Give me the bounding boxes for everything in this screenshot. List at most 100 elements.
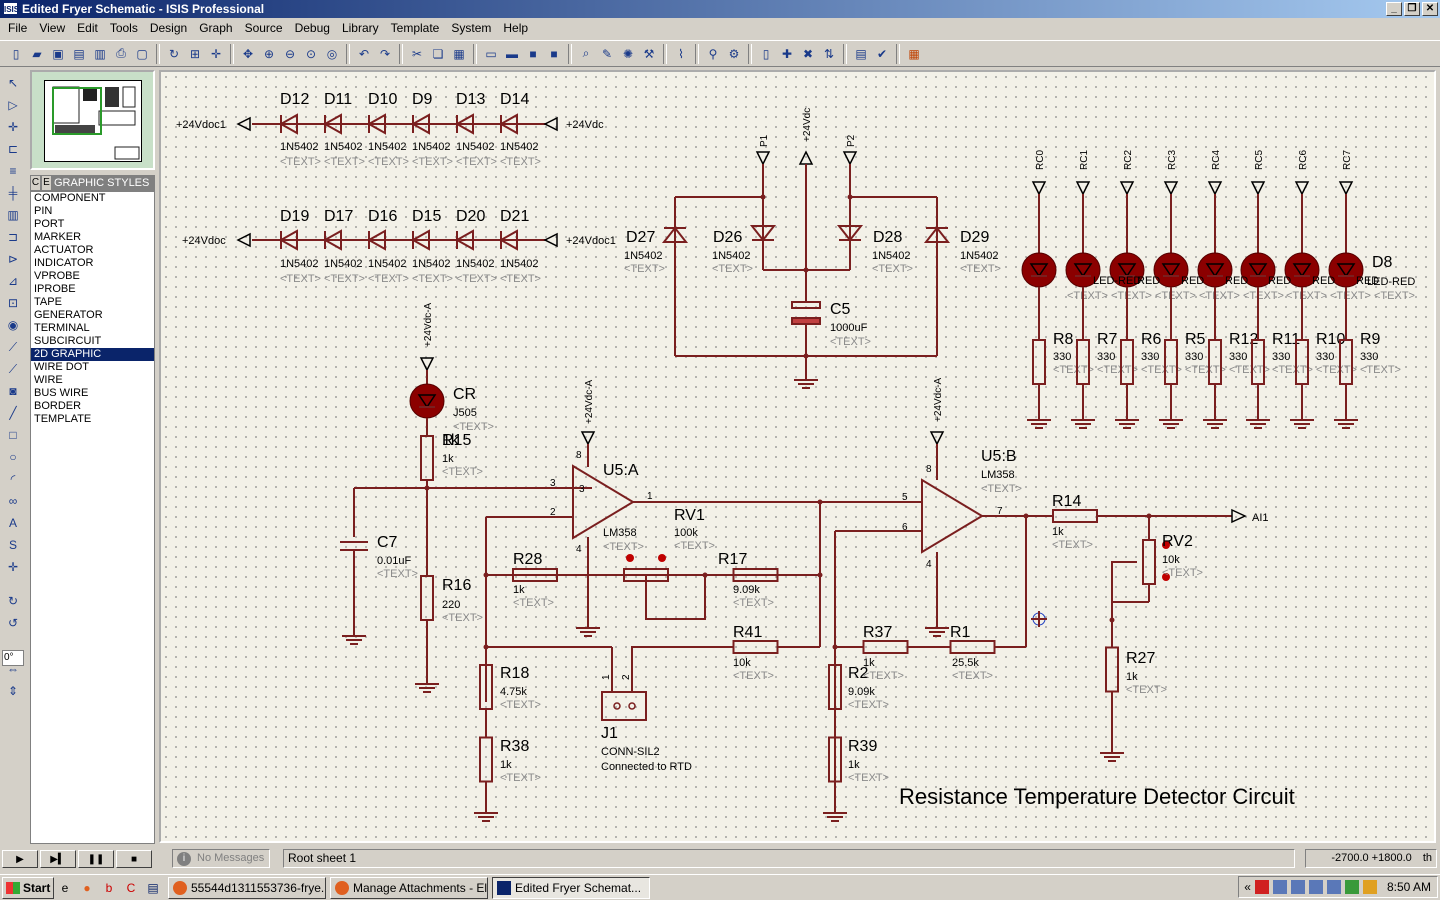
- decompose-icon[interactable]: ⚒: [643, 46, 655, 61]
- virtual-instrument-icon[interactable]: ◙: [9, 384, 17, 398]
- subcircuit-mode-icon[interactable]: ▥: [7, 208, 19, 222]
- arc-tool-icon[interactable]: ◜: [10, 472, 16, 486]
- mirror-vertical-icon[interactable]: ⇕: [7, 684, 19, 698]
- quicklaunch-isis-icon[interactable]: ▤: [147, 880, 159, 895]
- make-device-icon[interactable]: ✎: [601, 46, 613, 61]
- style-item[interactable]: PORT: [34, 218, 65, 230]
- task-manage-attachments[interactable]: Manage Attachments - El...: [330, 876, 488, 899]
- electrical-rule-check-icon[interactable]: ✔: [876, 46, 888, 61]
- menu-design[interactable]: Design: [149, 21, 188, 35]
- task-isis[interactable]: Edited Fryer Schemat...: [492, 876, 650, 899]
- menu-graph[interactable]: Graph: [199, 21, 233, 35]
- block-delete-icon[interactable]: ■: [550, 46, 558, 61]
- bus-mode-icon[interactable]: ╪: [8, 186, 18, 200]
- minimize-button[interactable]: _: [1386, 2, 1402, 16]
- style-item[interactable]: TERMINAL: [34, 322, 90, 334]
- tray-expand-icon[interactable]: «: [1244, 880, 1251, 894]
- stop-button[interactable]: ■: [116, 850, 152, 868]
- line-tool-icon[interactable]: ╱: [9, 406, 17, 420]
- tab-components[interactable]: C: [30, 175, 41, 191]
- tape-recorder-icon[interactable]: ⊡: [7, 296, 19, 310]
- delete-sheet-icon[interactable]: ✖: [802, 46, 814, 61]
- style-item[interactable]: COMPONENT: [34, 192, 106, 204]
- tray-security-icon[interactable]: [1344, 880, 1359, 894]
- symbol-tool-icon[interactable]: S: [8, 538, 17, 552]
- cut-icon[interactable]: ✂: [411, 46, 423, 61]
- menu-template[interactable]: Template: [390, 21, 440, 35]
- text-tool-icon[interactable]: A: [8, 516, 17, 530]
- menu-help[interactable]: Help: [503, 21, 529, 35]
- overview-window[interactable]: [30, 70, 155, 170]
- zoom-all-icon[interactable]: ⊙: [305, 46, 317, 61]
- zoom-area-icon[interactable]: ◎: [326, 46, 338, 61]
- tray-volume-icon[interactable]: [1362, 880, 1377, 894]
- style-item[interactable]: ACTUATOR: [34, 244, 94, 256]
- menu-tools[interactable]: Tools: [109, 21, 138, 35]
- close-button[interactable]: ✕: [1422, 2, 1438, 16]
- bill-of-materials-icon[interactable]: ▤: [855, 46, 867, 61]
- print-icon[interactable]: ⎙: [116, 46, 126, 60]
- tray-monitor-icon[interactable]: [1308, 880, 1323, 894]
- grid-icon[interactable]: ⊞: [189, 46, 201, 61]
- style-item[interactable]: INDICATOR: [34, 257, 94, 269]
- undo-icon[interactable]: ↶: [358, 46, 370, 61]
- task-firefox-forum[interactable]: 55544d1311553736-frye...: [168, 876, 326, 899]
- style-item[interactable]: PIN: [34, 205, 53, 217]
- refresh-icon[interactable]: ↻: [168, 46, 180, 61]
- menu-system[interactable]: System: [451, 21, 492, 35]
- component-mode-icon[interactable]: ▷: [8, 98, 18, 112]
- tray-network-icon[interactable]: [1290, 880, 1305, 894]
- current-probe-icon[interactable]: ⟋: [8, 361, 18, 376]
- menu-source[interactable]: Source: [244, 21, 283, 35]
- package-icon[interactable]: ✺: [622, 46, 634, 61]
- origin-icon[interactable]: ✛: [210, 46, 222, 61]
- play-button[interactable]: ▶: [2, 850, 38, 868]
- messages-panel[interactable]: i No Messages: [172, 849, 270, 868]
- print-area-icon[interactable]: ▢: [136, 46, 148, 61]
- style-item[interactable]: BUS WIRE: [34, 387, 89, 399]
- menu-library[interactable]: Library: [341, 21, 379, 35]
- style-item[interactable]: VPROBE: [34, 270, 80, 282]
- quicklaunch-app-icon[interactable]: b: [105, 880, 113, 895]
- tray-network-icon[interactable]: [1272, 880, 1287, 894]
- zoom-in-icon[interactable]: ⊕: [263, 46, 275, 61]
- style-item[interactable]: GENERATOR: [34, 309, 103, 321]
- overview-viewport-frame[interactable]: [52, 87, 102, 135]
- pin-mode-icon[interactable]: ⊳: [7, 252, 19, 266]
- search-icon[interactable]: ⚲: [708, 46, 718, 61]
- style-item[interactable]: 2D GRAPHIC: [31, 348, 154, 361]
- paste-icon[interactable]: ▦: [453, 46, 465, 61]
- style-item[interactable]: SUBCIRCUIT: [34, 335, 102, 347]
- tray-network-icon[interactable]: [1326, 880, 1341, 894]
- save-icon[interactable]: ▣: [52, 46, 64, 61]
- style-item[interactable]: WIRE DOT: [34, 361, 89, 373]
- terminals-mode-icon[interactable]: ⊐: [7, 230, 19, 244]
- pan-icon[interactable]: ✥: [242, 46, 254, 61]
- copy-icon[interactable]: ❏: [432, 46, 444, 61]
- junction-dot-icon[interactable]: ✛: [7, 120, 19, 134]
- pause-button[interactable]: ❚❚: [78, 850, 114, 868]
- block-move-icon[interactable]: ▬: [506, 46, 518, 61]
- rotation-angle-field[interactable]: 0°: [2, 650, 24, 666]
- style-item[interactable]: MARKER: [34, 231, 82, 243]
- selection-mode-icon[interactable]: ↖: [7, 76, 19, 90]
- menu-view[interactable]: View: [39, 21, 66, 35]
- tray-app-icon[interactable]: [1254, 880, 1269, 894]
- zoom-out-icon[interactable]: ⊖: [284, 46, 296, 61]
- wire-autoroute-icon[interactable]: ⌇: [678, 46, 684, 61]
- ares-icon[interactable]: ▦: [908, 46, 920, 61]
- style-item[interactable]: TEMPLATE: [34, 413, 92, 425]
- menu-debug[interactable]: Debug: [294, 21, 330, 35]
- marker-tool-icon[interactable]: ✛: [7, 560, 19, 574]
- menu-file[interactable]: File: [8, 21, 28, 35]
- voltage-probe-icon[interactable]: ⟋: [8, 339, 18, 354]
- start-button[interactable]: Start: [2, 876, 54, 899]
- redo-icon[interactable]: ↷: [379, 46, 391, 61]
- add-sheet-icon[interactable]: ✚: [781, 46, 793, 61]
- style-item[interactable]: BORDER: [34, 400, 82, 412]
- graph-mode-icon[interactable]: ⊿: [7, 274, 19, 288]
- block-copy-icon[interactable]: ▭: [485, 46, 497, 61]
- export-icon[interactable]: ▥: [94, 46, 106, 61]
